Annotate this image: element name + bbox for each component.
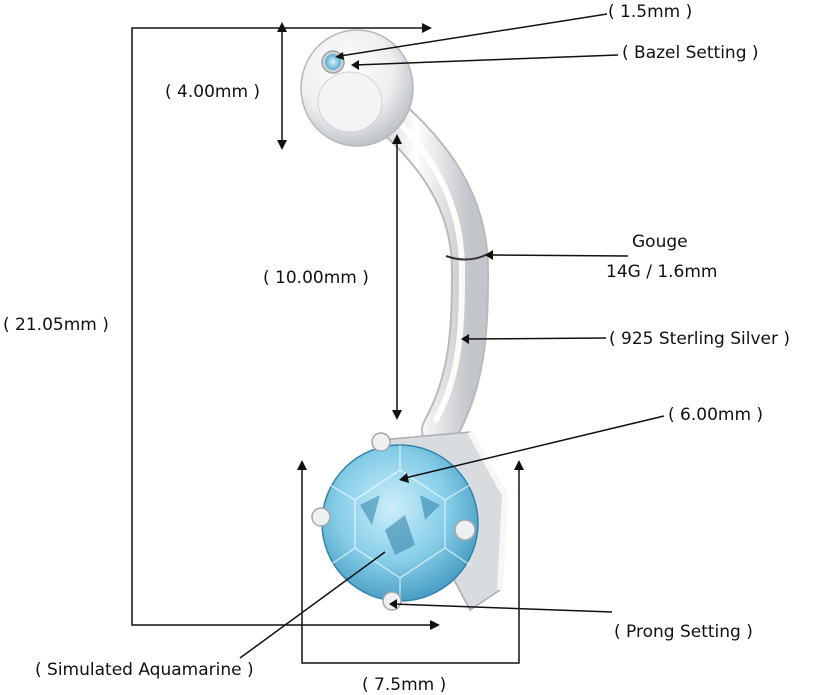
dimension-lines (131, 13, 665, 664)
gauge-title-label: Gouge (632, 232, 688, 252)
belly-ring-jewelry (300, 29, 509, 612)
stone-size-label: ( 6.00mm ) (668, 405, 764, 425)
material-label: ( 925 Sterling Silver ) (609, 329, 790, 349)
total-length-label: ( 21.05mm ) (3, 315, 109, 335)
head-width-label: ( 7.5mm ) (362, 675, 447, 695)
stone-name-label: ( Simulated Aquamarine ) (35, 660, 254, 680)
arrowheads (277, 22, 524, 630)
gauge-value-label: 14G / 1.6mm (606, 262, 718, 282)
bar-length-label: ( 10.00mm ) (263, 268, 369, 288)
crystal-size-label: ( 1.5mm ) (608, 2, 693, 22)
total-length-bracket (131, 27, 430, 626)
bezel-setting-label: ( Bazel Setting ) (622, 43, 759, 63)
head-width-bracket (301, 465, 520, 664)
ball-height-label: ( 4.00mm ) (165, 82, 261, 102)
gauge-mark (445, 253, 489, 261)
prong-setting-label: ( Prong Setting ) (614, 622, 753, 642)
